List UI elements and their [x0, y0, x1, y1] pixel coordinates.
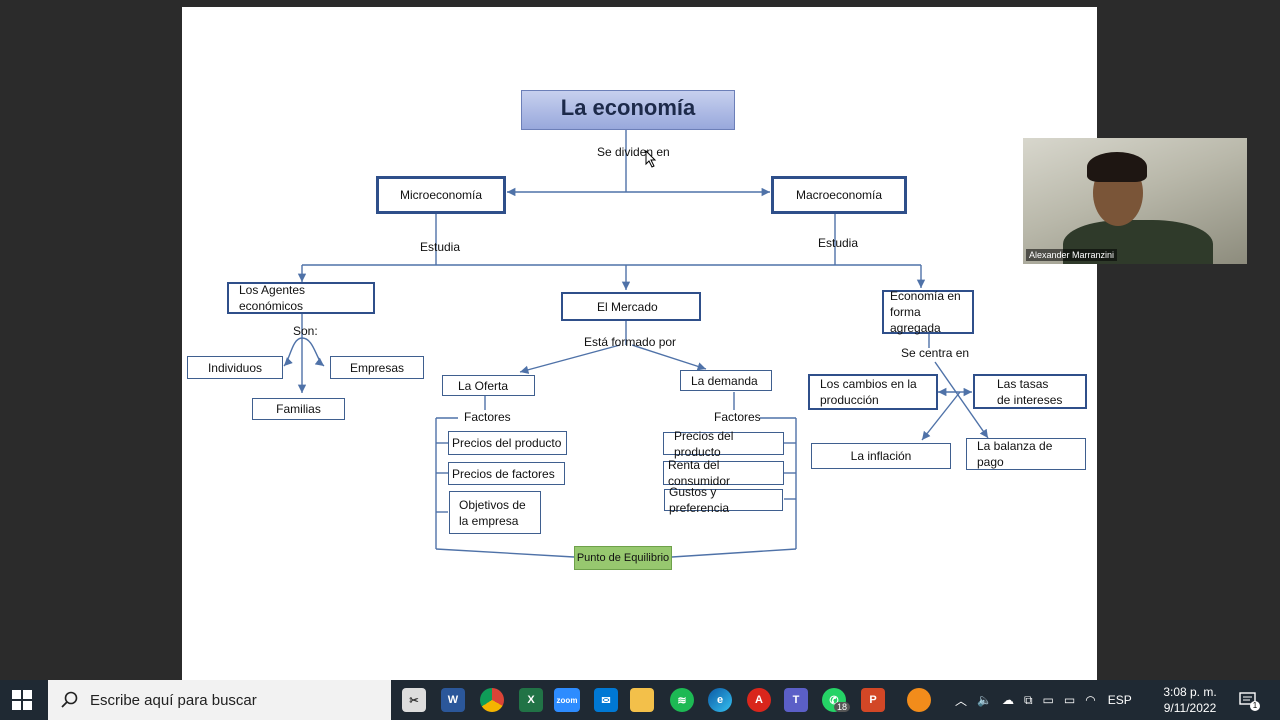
participant-name: Alexander Marranzini	[1026, 249, 1118, 261]
label-se-centra-en: Se centra en	[901, 346, 970, 360]
search-icon	[61, 691, 78, 708]
notification-icon[interactable]: 1	[1238, 690, 1260, 711]
title-la-economia: La economía	[521, 90, 735, 130]
box-economia-agregada: Economía en forma agregada	[882, 289, 974, 335]
box-precios-producto-oferta: Precios del producto	[448, 431, 567, 455]
box-microeconomia: Microeconomía	[376, 176, 506, 214]
box-balanza-pago: La balanza de pago	[966, 438, 1086, 470]
mouse-cursor-icon	[645, 150, 657, 168]
teams-icon[interactable]: T	[784, 688, 808, 712]
sniptool-icon[interactable]: ✂	[402, 688, 426, 712]
search-placeholder: Escribe aquí para buscar	[90, 691, 257, 709]
clock-date: 9/11/2022	[1163, 701, 1217, 715]
box-inflacion: La inflación	[811, 443, 951, 469]
box-empresas: Empresas	[330, 356, 424, 379]
language-indicator[interactable]: ESP	[1107, 693, 1132, 707]
taskbar-clock[interactable]: 3:08 p. m. 9/11/2022	[1152, 684, 1228, 716]
meet-icon[interactable]: ▭	[1042, 693, 1054, 707]
volume-icon[interactable]: 🔈	[977, 693, 992, 707]
orange-app-icon[interactable]	[907, 688, 931, 712]
box-individuos: Individuos	[187, 356, 283, 379]
taskbar: Escribe aquí para buscar ✂ W X zoom ✉ ≋ …	[0, 680, 1280, 720]
box-el-mercado: El Mercado	[561, 292, 701, 321]
system-tray: ︿ 🔈 ☁ ⧉ ▭ ▭ ◠ ESP	[955, 680, 1132, 720]
label-factores-demanda: Factores	[714, 410, 761, 424]
spotify-icon[interactable]: ≋	[670, 688, 694, 712]
whatsapp-badge: 18	[834, 702, 851, 712]
excel-icon[interactable]: X	[519, 688, 543, 712]
powerpoint-icon[interactable]: P	[861, 688, 885, 712]
label-se-dividen: Se dividen en	[597, 145, 670, 159]
box-tasas-intereses: Las tasas de intereses	[973, 374, 1087, 409]
participant-hair	[1087, 152, 1147, 182]
box-cambios-produccion: Los cambios en la producción	[808, 374, 938, 410]
battery-icon[interactable]: ▭	[1063, 693, 1076, 707]
box-agentes-economicos: Los Agentes económicos	[227, 282, 375, 314]
taskbar-search-box[interactable]: Escribe aquí para buscar	[48, 680, 391, 720]
box-renta-consumidor: Renta del consumidor	[663, 458, 784, 488]
label-estudia-macro: Estudia	[818, 236, 859, 250]
camera-icon[interactable]: ⧉	[1023, 692, 1033, 707]
box-familias: Familias	[252, 398, 345, 420]
cloud-icon[interactable]: ☁	[1001, 693, 1014, 707]
start-icon[interactable]	[12, 690, 32, 710]
label-esta-formado-por: Está formado por	[584, 335, 677, 349]
zoom-icon[interactable]: zoom	[554, 688, 580, 712]
wifi-icon[interactable]: ◠	[1085, 693, 1096, 707]
edge-icon[interactable]: e	[708, 688, 732, 712]
word-icon[interactable]: W	[441, 688, 465, 712]
mail-icon[interactable]: ✉	[594, 688, 618, 712]
label-estudia-micro: Estudia	[420, 240, 461, 254]
label-son: Son:	[293, 324, 318, 338]
file-explorer-icon[interactable]	[630, 688, 654, 712]
box-gustos-preferencia: Gustos y preferencia	[664, 485, 783, 515]
box-precios-factores: Precios de factores	[448, 462, 565, 485]
chevron-up-icon[interactable]: ︿	[955, 693, 968, 708]
label-factores-oferta: Factores	[464, 410, 511, 424]
box-objetivos-empresa: Objetivos de la empresa	[449, 491, 541, 534]
webcam-video[interactable]: Alexander Marranzini	[1023, 138, 1247, 264]
box-la-oferta: La Oferta	[442, 375, 535, 396]
acrobat-icon[interactable]: A	[747, 688, 771, 712]
box-precios-producto-demanda: Precios del producto	[663, 429, 784, 459]
box-la-demanda: La demanda	[680, 370, 772, 391]
box-macroeconomia: Macroeconomía	[771, 176, 907, 214]
chrome-icon[interactable]	[480, 688, 504, 712]
clock-time: 3:08 p. m.	[1163, 685, 1217, 699]
notification-count: 1	[1250, 701, 1260, 711]
box-punto-equilibrio: Punto de Equilibrio	[574, 546, 672, 570]
